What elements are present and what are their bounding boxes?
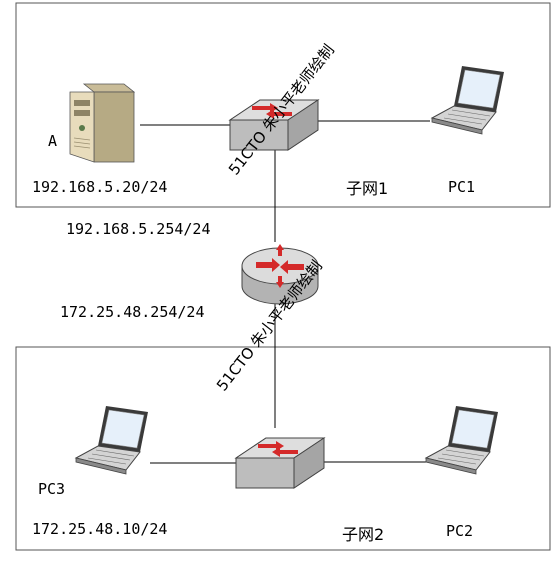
pc1-label: PC1 — [448, 178, 475, 196]
server-ip-label: 192.168.5.20/24 — [32, 178, 167, 196]
switch-icon — [235, 437, 325, 489]
server-icon — [69, 83, 136, 163]
subnet2-box — [15, 346, 551, 551]
pc2-label: PC2 — [446, 522, 473, 540]
subnet1-box — [15, 2, 551, 208]
pc3-ip-label: 172.25.48.10/24 — [32, 520, 167, 538]
pc3-label: PC3 — [38, 480, 65, 498]
subnet1-label: 子网1 — [346, 179, 388, 198]
router-ip-lower-label: 172.25.48.254/24 — [60, 303, 205, 321]
server-a-label: A — [48, 132, 57, 150]
watermark-upper: 51CTO 朱小平老师绘制 — [225, 41, 338, 178]
subnet2-label: 子网2 — [342, 525, 384, 544]
router-icon — [241, 244, 319, 305]
network-links — [140, 120, 430, 464]
laptop-icon — [431, 65, 505, 135]
router-ip-upper-label: 192.168.5.254/24 — [66, 220, 211, 238]
laptop-icon — [425, 405, 499, 475]
laptop-icon — [75, 405, 149, 475]
